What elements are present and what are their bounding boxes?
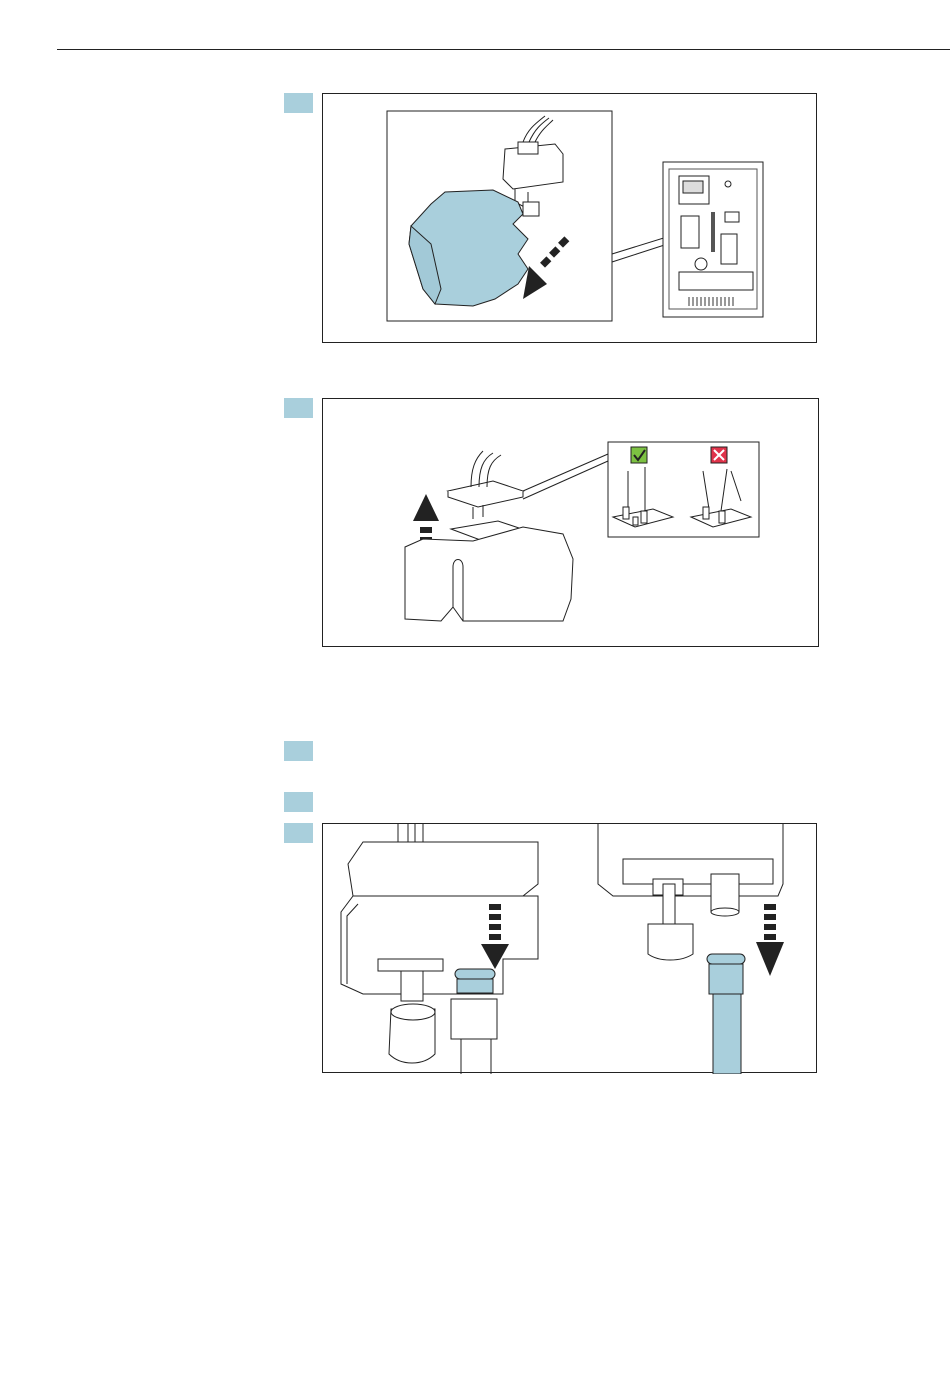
step-badge-1 bbox=[284, 93, 313, 113]
step-badge-2 bbox=[284, 398, 313, 418]
arrow-down-left-icon bbox=[523, 236, 569, 299]
arrow-down-icon bbox=[756, 904, 784, 976]
illustration-lift-sensor bbox=[323, 399, 820, 648]
cross-icon bbox=[711, 447, 727, 463]
step-badge-4 bbox=[284, 792, 313, 812]
illustration-disconnect-hose bbox=[323, 824, 818, 1074]
figure-remove-cover bbox=[322, 93, 817, 343]
check-icon bbox=[631, 447, 647, 463]
header-rule bbox=[57, 49, 950, 50]
step-badge-5 bbox=[284, 823, 313, 843]
figure-lift-sensor bbox=[322, 398, 819, 647]
step-badge-3 bbox=[284, 741, 313, 761]
figure-disconnect-hose bbox=[322, 823, 817, 1073]
illustration-remove-cover bbox=[323, 94, 818, 344]
